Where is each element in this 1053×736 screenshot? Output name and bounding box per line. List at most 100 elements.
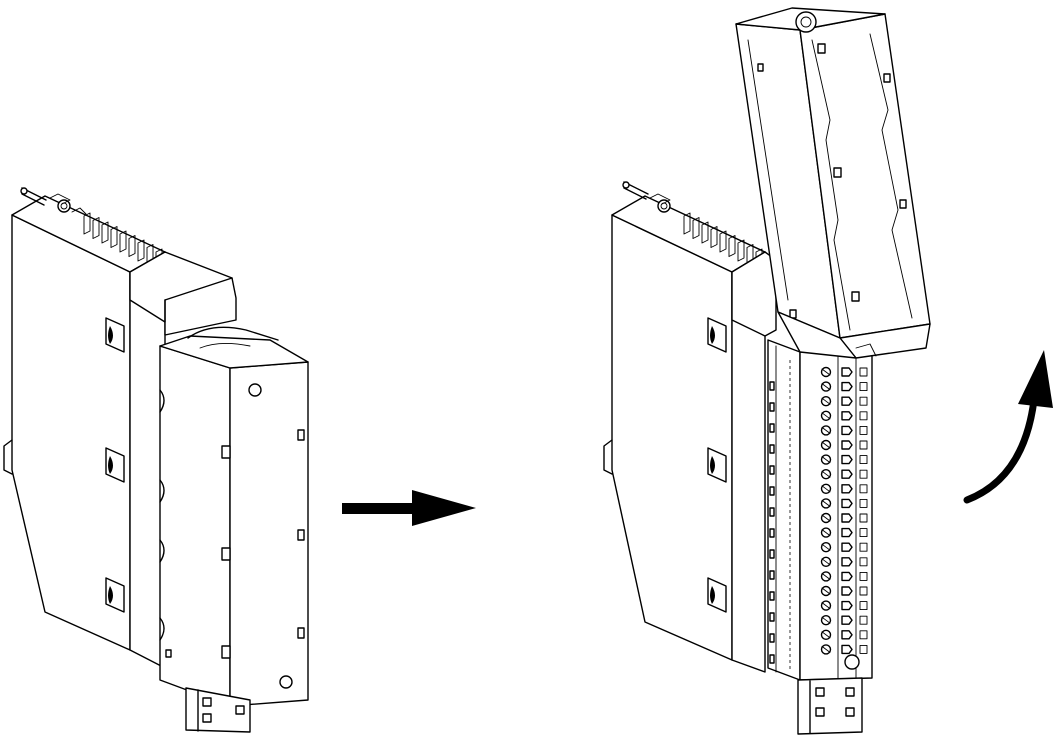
top-ridge: [110, 226, 118, 248]
terminal-contact: [859, 630, 868, 640]
side-slot: [769, 528, 775, 538]
top-ridge: [83, 212, 91, 235]
terminal-clamp: [841, 527, 853, 538]
terminal-side-slots: [769, 381, 775, 664]
terminal-screw-column: [820, 366, 832, 655]
top-latch-details: [20, 187, 163, 271]
terminal-clamp: [841, 600, 853, 611]
screw-slot: [821, 397, 831, 405]
screw-slot: [821, 499, 831, 507]
side-slot: [769, 570, 775, 580]
terminal-clamp: [841, 454, 853, 465]
right-arrow-icon: [342, 490, 476, 526]
terminal-cover-closed: [159, 326, 309, 707]
module-body: [603, 195, 766, 673]
terminal-clamp-column: [841, 367, 868, 655]
terminal-contact: [859, 513, 868, 523]
terminal-clamp: [841, 484, 853, 494]
top-ridge: [137, 239, 145, 262]
side-slot: [769, 402, 775, 412]
terminal-contact: [859, 615, 868, 625]
module-with-closed-cover-icon: [3, 187, 309, 733]
terminal-clamp: [841, 615, 853, 625]
terminal-clamp: [841, 411, 853, 421]
side-slot: [769, 381, 775, 391]
terminal-block-exposed: [767, 339, 873, 681]
side-mount-lugs: [707, 317, 727, 613]
terminal-clamp: [841, 557, 853, 567]
screw-slot: [821, 470, 831, 478]
top-ridge: [710, 226, 718, 248]
terminal-contact: [859, 484, 868, 494]
screw-slot: [821, 485, 831, 493]
screw-slot: [821, 558, 831, 566]
screw-slot: [821, 441, 831, 449]
terminal-contact: [859, 557, 868, 567]
terminal-clamp: [841, 513, 853, 523]
screw-slot: [821, 456, 831, 464]
terminal-clamp: [841, 630, 853, 640]
screw-slot: [821, 543, 831, 551]
screw-slot: [821, 631, 831, 639]
terminal-contact: [859, 498, 868, 508]
terminal-contact: [859, 469, 868, 479]
terminal-contact: [859, 396, 868, 406]
terminal-clamp: [841, 396, 853, 406]
terminal-clamp: [841, 425, 853, 436]
screw-slot: [821, 412, 831, 420]
side-slot: [769, 465, 775, 475]
screw-slot: [821, 383, 831, 391]
terminal-clamp: [841, 469, 853, 479]
terminal-contact: [859, 542, 868, 552]
module-body: [3, 195, 166, 669]
screw-slot: [821, 572, 831, 580]
terminal-contact: [859, 411, 868, 421]
terminal-contact: [859, 528, 868, 538]
top-ridge: [683, 212, 691, 235]
side-mount-lugs: [105, 317, 125, 613]
top-ridge: [701, 221, 709, 244]
terminal-clamp: [841, 498, 853, 509]
terminal-contact: [859, 367, 868, 377]
top-ridge: [119, 230, 127, 253]
terminal-contact: [859, 382, 868, 392]
terminal-contact: [859, 586, 868, 596]
top-ridge: [692, 217, 700, 239]
front-top-block: [129, 251, 237, 336]
top-ridge: [728, 235, 736, 257]
side-slot: [769, 612, 775, 622]
screw-slot: [821, 368, 831, 376]
terminal-contact: [859, 425, 868, 435]
terminal-clamp: [841, 571, 853, 582]
screw-slot: [821, 602, 831, 610]
front-top-block: [731, 251, 777, 337]
terminal-clamp: [841, 586, 853, 596]
terminal-contact: [859, 440, 868, 450]
terminal-contact: [859, 455, 868, 465]
bottom-connector: [797, 677, 863, 735]
screw-slot: [821, 426, 831, 434]
top-ridge: [737, 239, 745, 262]
top-ridge: [719, 230, 727, 253]
side-slot: [769, 507, 775, 517]
terminal-clamp: [841, 367, 853, 377]
terminal-clamp: [841, 542, 853, 552]
screw-slot: [821, 645, 831, 653]
terminal-clamp: [841, 440, 853, 450]
side-slot: [769, 423, 775, 433]
screw-slot: [821, 529, 831, 537]
screw-slot: [821, 587, 831, 595]
terminal-clamp: [841, 644, 853, 655]
side-slot: [769, 486, 775, 496]
side-slot: [769, 591, 775, 601]
screw-slot: [821, 514, 831, 522]
side-slot: [769, 549, 775, 559]
side-slot: [769, 654, 775, 664]
top-ridge: [101, 221, 109, 244]
terminal-clamp: [841, 381, 853, 392]
terminal-contact: [859, 601, 868, 611]
top-ridge: [92, 217, 100, 239]
terminal-contact: [859, 644, 868, 654]
